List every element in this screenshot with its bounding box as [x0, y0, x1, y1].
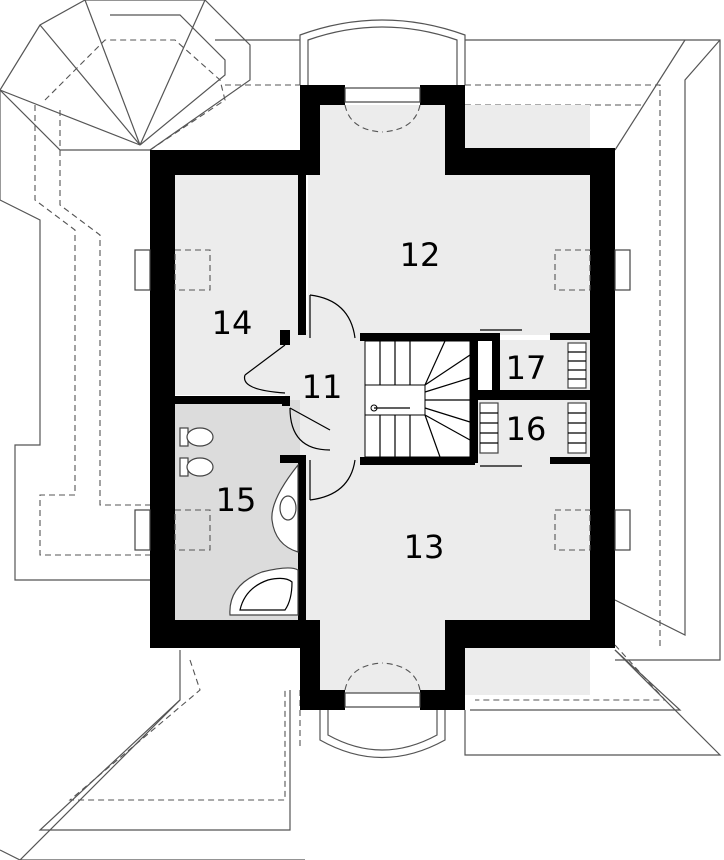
room-label-15: 15 [216, 481, 257, 519]
room-label-13: 13 [404, 528, 445, 566]
bathroom-fixtures [179, 427, 299, 616]
floor-room-14 [175, 175, 300, 395]
room-labels: 12 14 11 17 16 15 13 [212, 236, 547, 566]
room-label-14: 14 [212, 304, 253, 342]
closet-shelves [479, 342, 587, 454]
balcony-bottom [319, 710, 446, 759]
room-label-16: 16 [506, 410, 547, 448]
bathtub-icon [229, 567, 299, 616]
walls [150, 85, 615, 710]
balcony-top [299, 19, 466, 85]
doors [243, 294, 522, 501]
room-label-17: 17 [506, 349, 547, 387]
staircase [364, 340, 471, 458]
room-label-11: 11 [302, 368, 343, 406]
windows [134, 87, 631, 708]
room-label-12: 12 [400, 236, 441, 274]
